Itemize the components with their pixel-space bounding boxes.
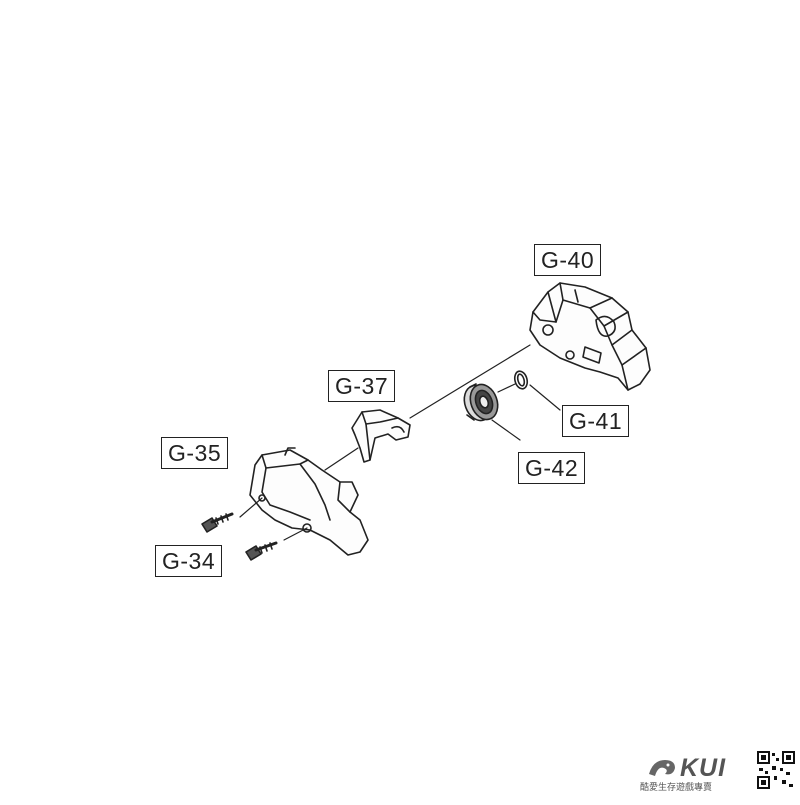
qr-code-icon <box>756 750 796 790</box>
brand-subtitle: 酷愛生存遊戲專賣 <box>640 783 713 793</box>
part-g34-screws <box>201 512 278 561</box>
label-g37: G-37 <box>328 370 396 402</box>
part-g35-cover <box>249 447 369 556</box>
label-g42: G-42 <box>518 452 586 484</box>
part-g42-bucking <box>463 383 499 422</box>
part-g41-oring <box>513 370 529 390</box>
brand-watermark: KUI 酷愛生存遊戲專賣 <box>640 750 796 798</box>
label-g34: G-34 <box>155 545 223 577</box>
label-g40: G-40 <box>534 244 602 276</box>
dragon-logo-icon <box>649 760 675 776</box>
label-g35: G-35 <box>161 437 229 469</box>
part-g40-chamber <box>529 282 651 391</box>
label-g41: G-41 <box>562 405 630 437</box>
assembly-leader-lines <box>239 344 561 541</box>
brand-logo-text: KUI <box>680 754 727 782</box>
part-g37-clip <box>351 409 411 463</box>
